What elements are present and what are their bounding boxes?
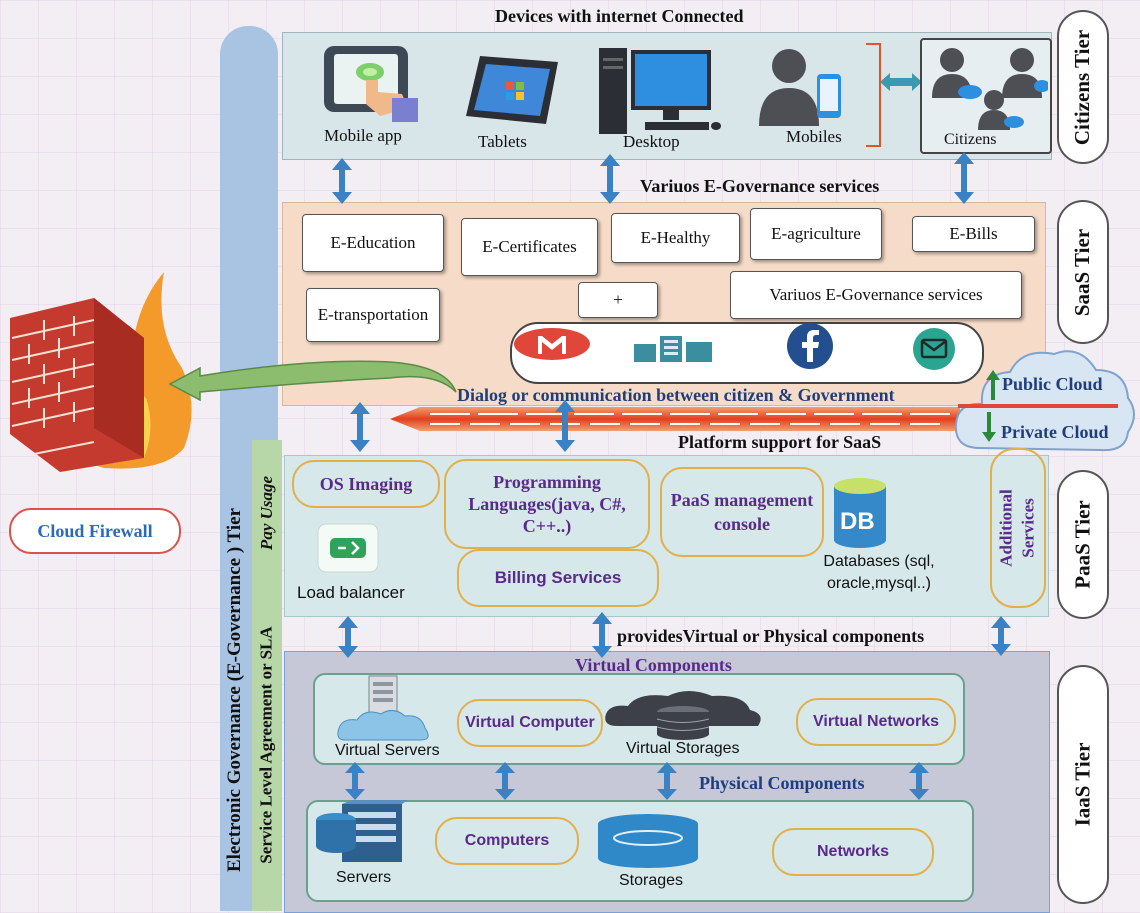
diagram-title: Devices with internet Connected [495, 6, 744, 26]
pay-usage-label: Pay Usage [257, 475, 276, 551]
virtual-servers-icon [337, 675, 429, 741]
firewall-icon [10, 272, 192, 472]
mail-icon [913, 328, 955, 370]
tablets-label: Tablets [478, 132, 527, 151]
storages-icon [598, 814, 698, 868]
load-balancer-icon [317, 523, 379, 573]
storages-label: Storages [619, 872, 684, 889]
desktop-label: Desktop [623, 132, 680, 151]
gmail-icon [514, 328, 590, 360]
virtual-storages-icon [605, 691, 761, 740]
load-balancer-label: Load balancer [297, 583, 405, 602]
firewall-band [390, 407, 960, 431]
service-e-education: E-Education [302, 214, 444, 272]
arrow-saas-paas-2 [555, 400, 575, 452]
cloud-divider [958, 404, 1118, 408]
arrow-virtual-physical-3 [657, 762, 677, 800]
mobile-app-label: Mobile app [324, 126, 402, 145]
service-various: Variuos E-Governance services [730, 271, 1022, 319]
service-e-healthy: E-Healthy [611, 213, 740, 263]
sla-label: Service Level Agreement or SLA [257, 626, 276, 864]
service-e-bills: E-Bills [912, 216, 1035, 252]
citizens-label: Citizens [944, 131, 997, 148]
facebook-icon [787, 323, 833, 369]
iaas-tier-label: IaaS Tier [1057, 665, 1109, 904]
egov-tier-label: Electronic Governance (E-Governance ) Ti… [224, 507, 245, 873]
arrow-saas-paas-1 [350, 402, 370, 452]
servers-icon [316, 800, 408, 862]
public-cloud-label: Public Cloud [1002, 374, 1103, 394]
desktop-icon [599, 48, 721, 134]
communication-apps-bar [510, 322, 984, 384]
database-icon [834, 478, 886, 548]
citizens-tier-label: Citizens Tier [1057, 10, 1109, 164]
os-imaging-pill: OS Imaging [292, 460, 440, 508]
virtual-servers-label: Virtual Servers [335, 742, 440, 759]
networks-pill: Networks [772, 828, 934, 876]
computers-pill: Computers [435, 817, 579, 865]
service-e-transportation: E-transportation [306, 288, 440, 342]
service-e-certificates: E-Certificates [461, 218, 598, 276]
sla-bar [252, 440, 282, 911]
saas-heading: Variuos E-Governance services [640, 176, 880, 196]
tablet-icon [466, 56, 558, 124]
arrow-citizens-saas-2 [600, 154, 620, 204]
programming-languages-pill: Programming Languages(java, C#, C++..) [444, 459, 650, 549]
dialog-caption: Dialog or communication between citizen … [457, 385, 895, 405]
service-plus: + [578, 282, 658, 318]
mobiles-bracket [866, 43, 881, 147]
arrow-virtual-physical-4 [909, 762, 929, 800]
cloud-shape [954, 350, 1135, 452]
virtual-networks-pill: Virtual Networks [796, 698, 956, 746]
paas-management-pill: PaaS management console [660, 467, 824, 557]
mobiles-label: Mobiles [786, 127, 842, 146]
server-rack-icon [634, 336, 712, 362]
physical-components-heading: Physical Components [699, 773, 865, 793]
additional-services-pill: Additional Services [990, 448, 1046, 608]
arrow-virtual-physical-1 [345, 762, 365, 800]
firewall-arrow [168, 360, 457, 402]
double-arrow-icon [880, 73, 922, 91]
paas-tier-label: PaaS Tier [1057, 470, 1109, 619]
arrow-citizens-saas-1 [332, 158, 352, 204]
down-arrow-icon [982, 412, 996, 442]
arrow-citizens-saas-3 [954, 152, 974, 204]
service-e-agriculture: E-agriculture [750, 208, 882, 260]
billing-services-pill: Billing Services [457, 549, 659, 607]
databases-label: Databases (sql, oracle,mysql..) [823, 553, 935, 592]
arrow-paas-iaas-2 [592, 612, 612, 658]
provides-caption: providesVirtual or Physical components [617, 626, 925, 646]
virtual-components-heading: Virtual Components [575, 655, 732, 675]
arrow-paas-iaas-3 [991, 616, 1011, 656]
servers-label: Servers [336, 869, 392, 886]
arrow-paas-iaas-1 [338, 616, 358, 658]
up-arrow-icon [986, 370, 1000, 400]
citizens-icon [932, 48, 1048, 130]
virtual-computer-pill: Virtual Computer [457, 699, 603, 747]
virtual-storages-label: Virtual Storages [626, 740, 740, 757]
saas-tier-label: SaaS Tier [1057, 200, 1109, 344]
db-icon-text: DB [840, 508, 875, 535]
mobiles-icon [759, 49, 841, 126]
mobile-app-icon [324, 46, 418, 122]
cloud-firewall-badge: Cloud Firewall [9, 508, 181, 554]
private-cloud-label: Private Cloud [1001, 422, 1109, 442]
platform-caption: Platform support for SaaS [678, 432, 882, 452]
arrow-virtual-physical-2 [495, 762, 515, 800]
